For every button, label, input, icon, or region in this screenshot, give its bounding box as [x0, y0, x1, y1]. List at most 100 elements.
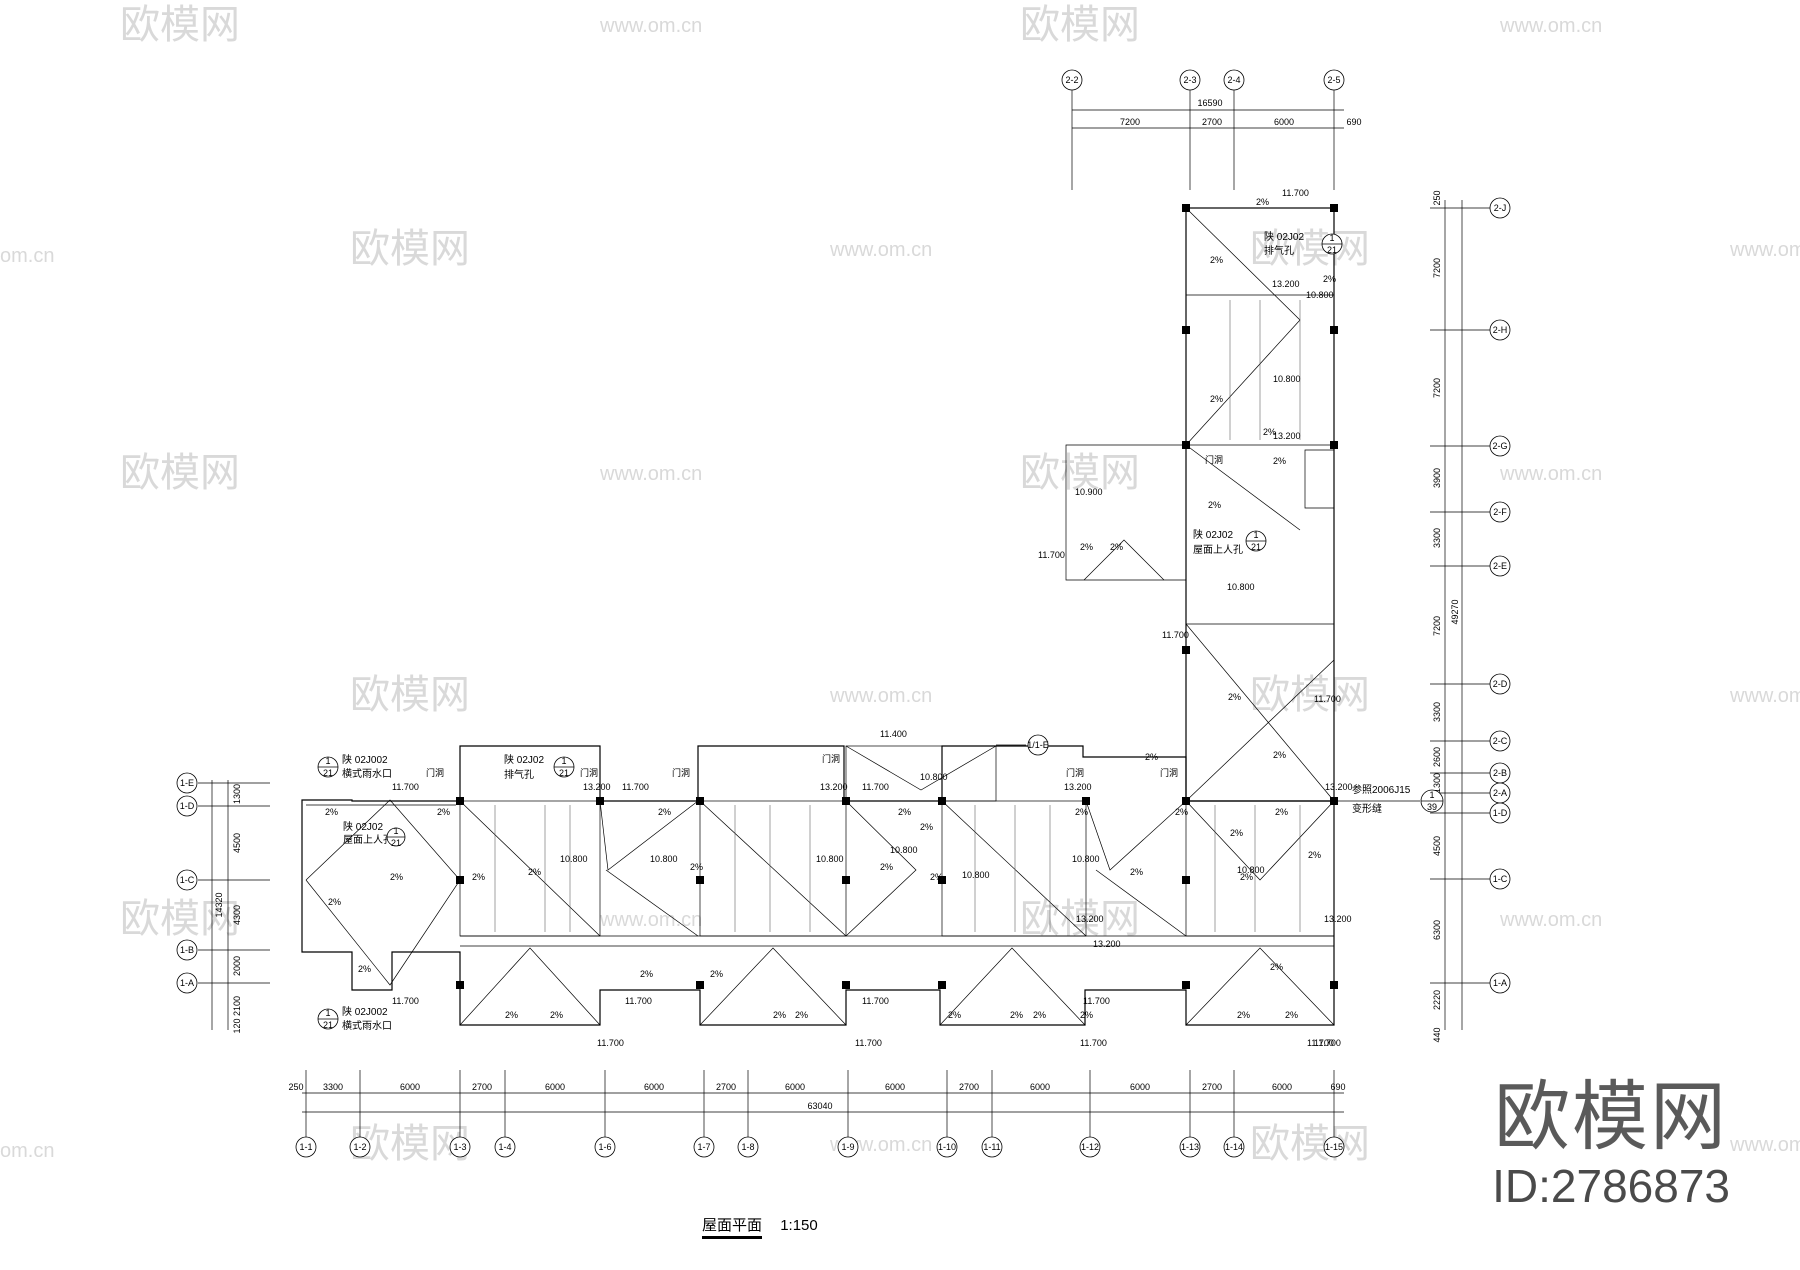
slope-label: 2% — [710, 969, 723, 979]
column — [1082, 797, 1090, 805]
watermark-url: www.om.cn — [829, 239, 932, 261]
slope-label: 2% — [1273, 750, 1286, 760]
watermark-url-short: om.cn — [0, 245, 54, 267]
axis-bubble — [1223, 1136, 1245, 1158]
dim-left-total: 14320 — [214, 892, 224, 917]
brand-watermark: 欧模网 ID:2786873 — [1492, 1072, 1730, 1213]
column — [1330, 326, 1338, 334]
brand-logo-text: 欧模网 — [1494, 1072, 1729, 1161]
axis-label: 2-E — [1493, 561, 1507, 571]
axis-label: 2-3 — [1183, 75, 1196, 85]
slope-label: 2% — [1210, 255, 1223, 265]
slope-label: 2% — [1210, 394, 1223, 404]
watermark-brand: 欧模网 — [350, 1122, 470, 1166]
elevation-label: 10.800 — [1227, 582, 1255, 592]
slope-label: 2% — [1323, 274, 1336, 284]
svg-text:屋面上人孔: 屋面上人孔 — [1193, 544, 1243, 556]
dim-right-value: 3900 — [1432, 468, 1442, 488]
door-opening-label: 门洞 — [1205, 454, 1223, 465]
watermark-brand: 欧模网 — [350, 227, 470, 271]
dim-right-value: 440 — [1432, 1027, 1442, 1042]
axis-bubble-1-1e: 1/1-E — [996, 734, 1049, 756]
axis-label: 2-5 — [1327, 75, 1340, 85]
axis-bubble — [1079, 1136, 1101, 1158]
dim-right-value: 250 — [1432, 190, 1442, 205]
dim-top-total: 16590 — [1197, 98, 1222, 108]
column — [1182, 876, 1190, 884]
svg-text:1: 1 — [325, 1008, 330, 1018]
image-id: ID:2786873 — [1492, 1160, 1730, 1212]
axis-label: 1-14 — [1225, 1142, 1243, 1152]
title-scale: 1:150 — [780, 1217, 818, 1234]
column — [1330, 441, 1338, 449]
axis-bubble — [1489, 501, 1511, 523]
axis-label: 2-A — [1493, 788, 1507, 798]
slope-label: 2% — [528, 867, 541, 877]
axis-bubble — [1323, 1136, 1345, 1158]
axis-label: 1-12 — [1081, 1142, 1099, 1152]
axis-label: 1-7 — [697, 1142, 710, 1152]
axis-bubble — [1489, 972, 1511, 994]
axis-bubble — [1489, 673, 1511, 695]
door-opening-label: 门洞 — [426, 767, 444, 778]
dim-left-value: 120 — [232, 1018, 242, 1033]
elevation-label: 13.200 — [1324, 914, 1352, 924]
elevation-label: 11.700 — [1314, 1038, 1341, 1048]
column — [1182, 981, 1190, 989]
slope-label: 2% — [437, 807, 450, 817]
axis-label: 1-8 — [741, 1142, 754, 1152]
dim-top-value: 2700 — [1202, 117, 1222, 127]
column — [456, 981, 464, 989]
dim-bottom-value: 3300 — [323, 1082, 343, 1092]
watermark-brand: 欧模网 — [120, 451, 240, 495]
slope-label: 2% — [690, 862, 703, 872]
svg-text:陕 02J002: 陕 02J002 — [342, 1005, 388, 1018]
watermark-url: www.om.cn — [1729, 1134, 1800, 1156]
dim-bottom-value: 6000 — [1030, 1082, 1050, 1092]
dim-left-value: 4300 — [232, 905, 242, 925]
axis-label: 1-C — [180, 875, 195, 885]
axis-bubble — [1179, 1136, 1201, 1158]
column — [842, 797, 850, 805]
axis-bubble — [936, 1136, 958, 1158]
watermark-url: www.om.cn — [1499, 15, 1602, 37]
elevation-label: 11.700 — [1080, 1038, 1107, 1048]
column — [1182, 441, 1190, 449]
dim-top-value: 7200 — [1120, 117, 1140, 127]
note-hatch: 陕 02J02 屋面上人孔 1 21 — [1193, 528, 1267, 556]
slope-label: 2% — [1010, 1010, 1023, 1020]
slope-label: 2% — [325, 807, 338, 817]
svg-text:21: 21 — [323, 1020, 333, 1030]
slope-label: 2% — [1075, 807, 1088, 817]
watermark-brand: 欧模网 — [1250, 227, 1370, 271]
door-opening-label: 门洞 — [1160, 767, 1178, 778]
dim-bottom-value: 2700 — [716, 1082, 736, 1092]
axis-label: 2-B — [1493, 768, 1507, 778]
axis-label: 1-6 — [598, 1142, 611, 1152]
elevation-label: 11.700 — [622, 782, 649, 792]
note-expansion-joint: 参照2006J15 变形缝 1 39 — [1334, 783, 1444, 815]
elevation-label: 13.200 — [1325, 782, 1353, 792]
note-vent-left: 陕 02J02 排气孔 1 21 — [504, 753, 575, 781]
axis-label: 1-3 — [453, 1142, 466, 1152]
axis-bubble — [1489, 868, 1511, 890]
slope-label: 2% — [1308, 850, 1321, 860]
elevation-label: 11.700 — [392, 996, 419, 1006]
note-vent-right: 陕 02J02 排气孔 1 21 — [1264, 230, 1343, 257]
column — [696, 876, 704, 884]
axis-label: 2-H — [1493, 325, 1508, 335]
elevation-label: 11.400 — [880, 729, 907, 739]
axis-bubble — [981, 1136, 1003, 1158]
axis-bubble — [1061, 69, 1083, 91]
dim-right-value: 7200 — [1432, 378, 1442, 398]
column — [1182, 326, 1190, 334]
slope-label: 2% — [1110, 542, 1123, 552]
axis-label: 1-1 — [299, 1142, 312, 1152]
axis-label: 2-J — [1494, 203, 1507, 213]
slope-label: 2% — [1230, 828, 1243, 838]
watermark-brand: 欧模网 — [120, 897, 240, 941]
axis-label: 1-E — [180, 778, 194, 788]
column — [938, 876, 946, 884]
axis-label: 2-F — [1493, 507, 1507, 517]
note-rain-outlet-top: 1 21 陕 02J002 横式雨水口 — [317, 753, 392, 780]
